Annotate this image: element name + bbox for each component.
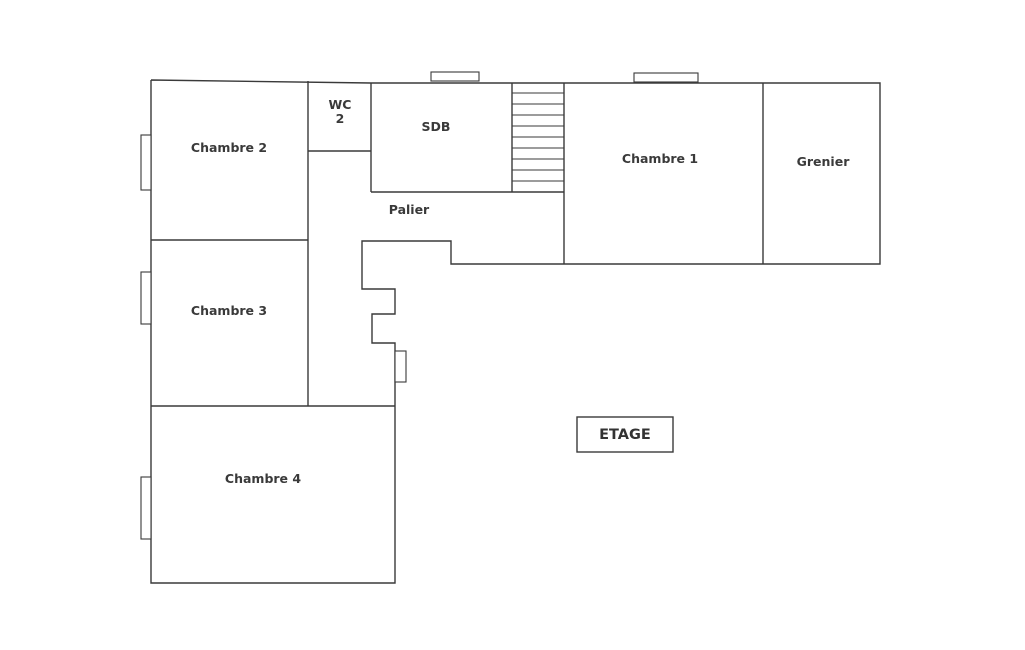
window-chambre1 xyxy=(633,72,699,83)
floor-title-box xyxy=(576,416,674,453)
label-chambre4: Chambre 4 xyxy=(225,471,301,486)
window-chambre2 xyxy=(140,134,152,191)
floor-title: ETAGE xyxy=(599,427,651,443)
window-sdb xyxy=(430,71,480,82)
window-chambre3 xyxy=(140,271,152,325)
label-grenier: Grenier xyxy=(797,154,851,169)
label-sdb: SDB xyxy=(422,119,451,134)
label-wc-number: 2 xyxy=(336,111,345,126)
window-chambre4 xyxy=(140,476,152,540)
label-palier: Palier xyxy=(389,202,430,217)
label-wc: WC xyxy=(329,97,352,112)
outer-wall xyxy=(150,79,881,584)
label-chambre1: Chambre 1 xyxy=(622,151,698,166)
staircase xyxy=(512,92,564,182)
window-palier xyxy=(394,350,407,383)
label-chambre3: Chambre 3 xyxy=(191,303,267,318)
label-chambre2: Chambre 2 xyxy=(191,140,267,155)
